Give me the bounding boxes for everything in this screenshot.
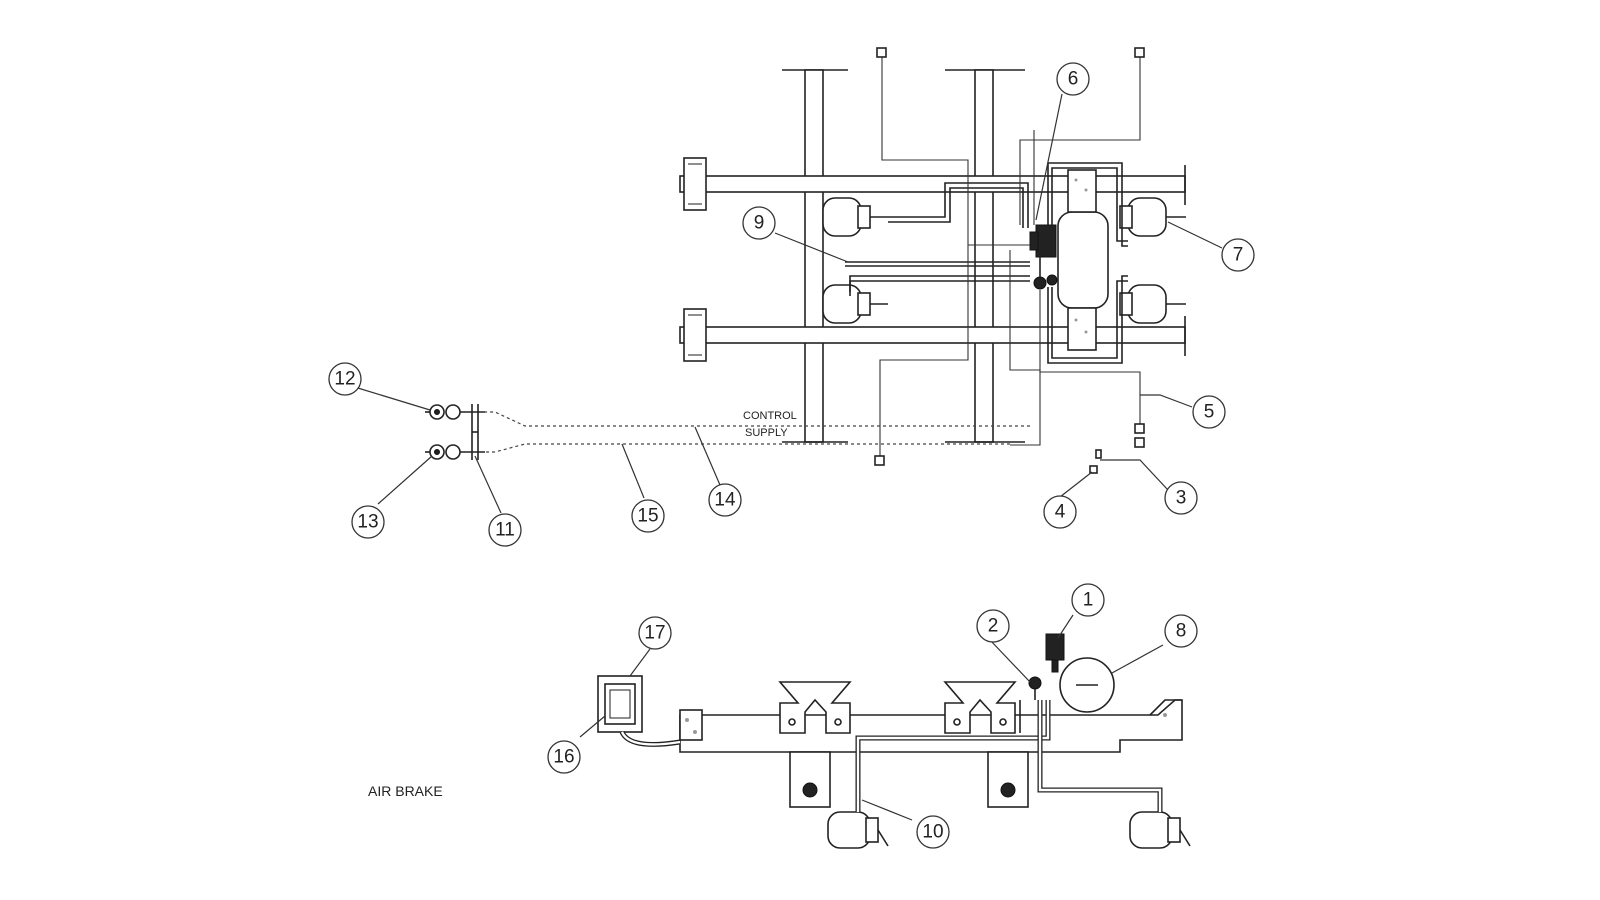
callout-6-number: 6 (1068, 69, 1079, 90)
side-air-hoses (855, 700, 1163, 812)
callout-7: 7 (1221, 238, 1255, 272)
callout-17-number: 17 (644, 623, 665, 644)
callout-2-number: 2 (988, 616, 999, 637)
brake-chamber-right-front (1119, 197, 1186, 237)
callout-15-number: 15 (637, 506, 658, 527)
frame-beam (679, 699, 1183, 753)
callout-leaders (347, 93, 1223, 821)
callout-3: 3 (1164, 481, 1198, 515)
gladhand-bracket (471, 404, 479, 460)
relay-valve (1029, 224, 1058, 290)
callout-11-number: 11 (495, 520, 515, 541)
callout-1-number: 1 (1083, 590, 1094, 611)
air-lines (845, 56, 1141, 458)
callout-4: 4 (1043, 495, 1077, 529)
callout-14: 14 (708, 483, 742, 517)
callout-11: 11 (488, 513, 522, 547)
callout-10-number: 10 (922, 822, 943, 843)
callout-13: 13 (351, 505, 385, 539)
hub-left-rear (683, 308, 707, 362)
hanger-bracket-front (778, 681, 852, 734)
callout-8: 8 (1164, 614, 1198, 648)
fitting-side (1028, 676, 1042, 700)
callout-5: 5 (1192, 395, 1226, 429)
axles (679, 165, 1186, 356)
callout-14-number: 14 (714, 490, 736, 511)
callout-9-number: 9 (754, 213, 765, 234)
callout-4-number: 4 (1055, 502, 1066, 523)
brake-chamber-right-rear (1119, 284, 1186, 324)
hanger-bracket-rear (943, 681, 1017, 734)
callout-2: 2 (976, 609, 1010, 643)
callout-15: 15 (631, 499, 665, 533)
control-supply-lines: CONTROL SUPPLY (485, 410, 1030, 453)
air-reservoir (1057, 169, 1109, 351)
line-caps (874, 47, 1145, 474)
callout-3-number: 3 (1176, 488, 1187, 509)
callout-10: 10 (916, 815, 950, 849)
callout-12-number: 12 (334, 369, 355, 390)
callout-17: 17 (638, 616, 672, 650)
supply-line-label: SUPPLY (745, 427, 788, 439)
brake-chamber-side-rear (1129, 811, 1191, 849)
callout-8-number: 8 (1176, 621, 1187, 642)
brake-chamber-side-front (827, 811, 889, 849)
callout-5-number: 5 (1204, 402, 1215, 423)
hub-left-front (683, 157, 707, 211)
gladhand-control (425, 404, 485, 420)
callout-16: 16 (547, 740, 581, 774)
callout-7-number: 7 (1233, 245, 1244, 266)
plan-view: CONTROL SUPPLY (425, 47, 1186, 474)
frame-rails (782, 69, 1025, 443)
callout-6: 6 (1056, 62, 1090, 96)
brake-chamber-left-rear (822, 284, 888, 324)
side-view (597, 633, 1191, 849)
relay-valve-side (1045, 633, 1065, 673)
callout-13-number: 13 (357, 512, 378, 533)
callout-16-number: 16 (553, 747, 574, 768)
junction-box (597, 675, 681, 747)
callout-9: 9 (742, 206, 776, 240)
brake-chamber-left-front (822, 197, 888, 237)
diagram-title: AIR BRAKE (368, 783, 443, 799)
axle-seat-front (789, 751, 831, 808)
callout-12: 12 (328, 362, 362, 396)
callout-1: 1 (1071, 583, 1105, 617)
reservoir-side (1059, 657, 1115, 713)
axle-seat-rear (987, 751, 1029, 808)
callouts: 1 2 3 4 5 6 7 8 9 10 11 12 13 14 15 16 1… (328, 62, 1255, 849)
control-line-label: CONTROL (743, 410, 797, 422)
